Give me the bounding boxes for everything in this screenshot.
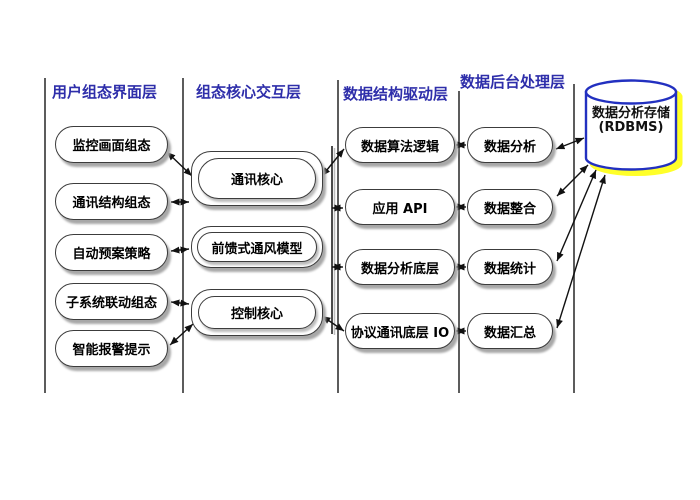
node-data-integration: 数据整合 (467, 189, 553, 225)
node-data-summary: 数据汇总 (467, 313, 553, 349)
node-monitoring-screen-config: 监控画面组态 (55, 126, 168, 163)
node-data-algorithm-logic: 数据算法逻辑 (345, 127, 455, 163)
node-data-statistics: 数据统计 (467, 249, 553, 285)
node-comm-structure-config: 通讯结构组态 (55, 183, 168, 220)
header-config-core-interaction-layer: 组态核心交互层 (196, 83, 302, 101)
node-comm-core: 通讯核心 (191, 151, 323, 206)
header-data-backend-processing-layer: 数据后台处理层 (460, 73, 566, 91)
node-application-api: 应用 API (345, 189, 455, 225)
node-data-analysis-base: 数据分析底层 (345, 249, 455, 285)
database-label: 数据分析存储 (591, 106, 670, 121)
node-feedforward-ventilation-model: 前馈式通风模型 (191, 226, 323, 268)
node-control-core-label: 控制核心 (198, 296, 316, 329)
database-cylinder (584, 79, 683, 176)
database-sublabel: (RDBMS) (598, 120, 664, 135)
node-comm-core-label: 通讯核心 (198, 158, 316, 199)
node-control-core: 控制核心 (191, 289, 323, 336)
node-feedforward-ventilation-model-label: 前馈式通风模型 (197, 232, 317, 262)
node-intelligent-alarm-prompt: 智能报警提示 (55, 330, 168, 367)
header-user-config-ui-layer: 用户组态界面层 (52, 83, 158, 101)
header-data-structure-driver-layer: 数据结构驱动层 (343, 85, 449, 103)
connection-arrows (166, 137, 606, 346)
node-protocol-comm-base-io: 协议通讯底层 IO (345, 313, 455, 349)
node-auto-plan-strategy: 自动预案策略 (55, 234, 168, 271)
node-data-analysis: 数据分析 (467, 127, 553, 163)
node-subsystem-linkage-config: 子系统联动组态 (55, 283, 168, 320)
core-layer-bus-line (331, 146, 336, 335)
